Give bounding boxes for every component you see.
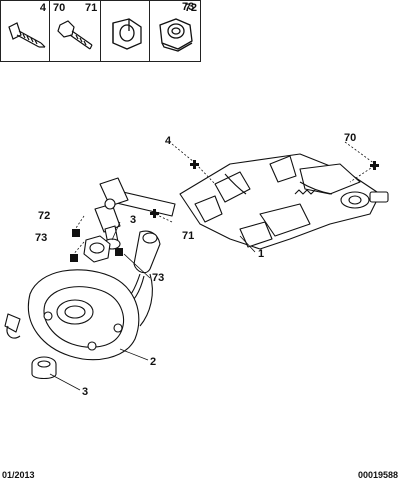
callout-3-lower: 3 bbox=[82, 386, 89, 398]
link-rod bbox=[139, 273, 153, 327]
screw-icon bbox=[8, 22, 46, 48]
square-marker bbox=[70, 254, 78, 262]
nut-icon bbox=[112, 18, 142, 50]
footer-date: 01/2013 bbox=[2, 470, 35, 480]
legend-cell-71[interactable]: 71 bbox=[85, 0, 150, 62]
legend-number: 71 bbox=[85, 2, 98, 14]
callout-4: 4 bbox=[165, 135, 172, 147]
callout-2: 2 bbox=[150, 356, 157, 368]
markers bbox=[70, 160, 379, 262]
nut-72[interactable] bbox=[83, 235, 111, 263]
cross-marker bbox=[370, 161, 379, 170]
solid-leaders bbox=[49, 221, 256, 391]
cross-marker bbox=[190, 160, 199, 169]
square-marker bbox=[72, 229, 80, 237]
legend-number: 4 bbox=[39, 2, 46, 14]
callout-73-right: 73 bbox=[152, 272, 165, 284]
callout-72: 72 bbox=[38, 210, 51, 222]
callout-73-left: 73 bbox=[35, 232, 48, 244]
callout-3-upper: 3 bbox=[130, 214, 137, 226]
legend-number: 73 bbox=[182, 1, 195, 13]
footer-reference: 00019588 bbox=[357, 470, 398, 480]
square-marker bbox=[115, 248, 123, 256]
callout-70: 70 bbox=[344, 132, 357, 144]
flange-bolt-icon bbox=[57, 20, 93, 50]
callout-71: 71 bbox=[182, 230, 195, 242]
legend-cell-4[interactable]: 4 bbox=[0, 0, 50, 62]
grommet-3-lower[interactable] bbox=[31, 356, 57, 380]
callout-1: 1 bbox=[258, 248, 265, 260]
bulkhead-plate[interactable] bbox=[4, 269, 140, 361]
steering-column-diagram bbox=[4, 141, 389, 391]
lock-nut-icon bbox=[159, 18, 193, 52]
legend-number: 70 bbox=[53, 2, 66, 14]
legend-cell-70[interactable]: 70 bbox=[49, 0, 101, 62]
legend-cell-72[interactable]: 72 bbox=[149, 0, 201, 62]
legend-number: 72 bbox=[184, 2, 197, 14]
steering-column[interactable] bbox=[179, 153, 389, 250]
leader-lines bbox=[71, 141, 376, 257]
parts-legend: 4 70 71 bbox=[0, 0, 400, 64]
lower-joint[interactable] bbox=[119, 230, 161, 309]
cross-marker bbox=[150, 209, 159, 218]
